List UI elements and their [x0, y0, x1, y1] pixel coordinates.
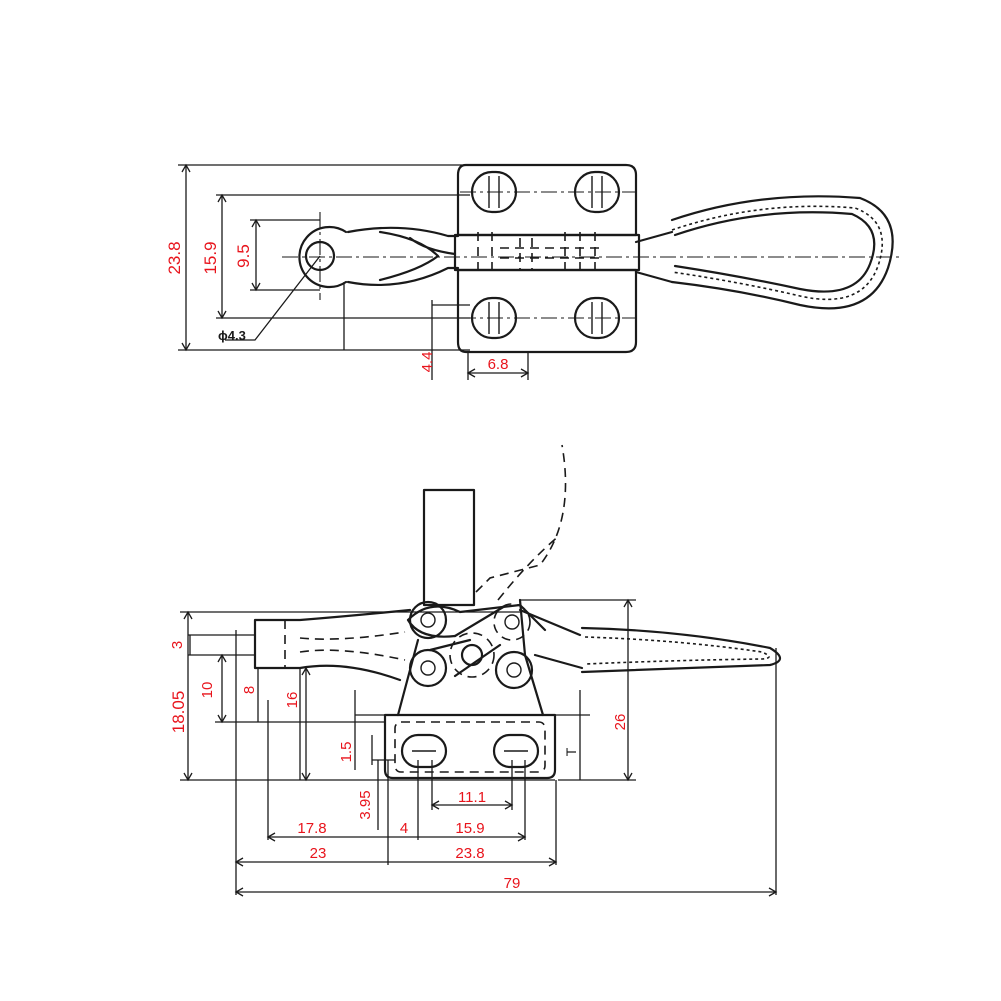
side-arm: [253, 608, 412, 682]
side-dim-thickness-label: T: [563, 747, 579, 756]
side-base-hidden: [394, 721, 546, 773]
top-base-plate-lower: [456, 268, 638, 354]
side-dim-base-length: 23.8: [455, 845, 484, 862]
side-dim-slot-spacing: 15.9: [455, 820, 484, 837]
top-dim-arrows: [181, 163, 530, 378]
side-slot-1: [400, 733, 448, 769]
side-dim-overall-length: 79: [504, 875, 521, 892]
side-dim-base-thickness: 1.5: [338, 742, 355, 763]
top-dim-inner-height: 15.9: [201, 241, 220, 274]
side-dim-pivot-height: 16: [284, 692, 301, 709]
top-handle-grip-outer: [670, 195, 894, 310]
side-pivot-3: [493, 603, 531, 641]
top-body-channel: [453, 233, 641, 272]
side-dim-reach: 17.8: [297, 820, 326, 837]
side-view: 3 18.05 10 8 16 1.5 3.95 11.1 17.8 4 15.…: [169, 444, 782, 897]
side-pivot-center-pin: [460, 643, 484, 667]
top-dim-slot-offset: 4.4: [419, 352, 436, 373]
top-arm-twist: [378, 230, 457, 282]
side-handle-grip-outer: [580, 626, 782, 674]
side-base: [383, 713, 557, 780]
side-dim-arm-offset: 8: [241, 686, 258, 694]
side-handle: [518, 608, 584, 670]
side-handle-open-position: [475, 444, 567, 601]
side-spindle-block: [422, 488, 476, 607]
side-pivot-2: [408, 648, 448, 688]
side-dim-front-length: 23: [310, 845, 327, 862]
top-dim-overall-height: 23.8: [165, 241, 184, 274]
side-slot-2: [492, 733, 540, 769]
side-dim-overall-height: 18.05: [169, 691, 188, 734]
top-handle-stem: [634, 230, 674, 284]
side-handle-grip-inner: [584, 636, 770, 665]
side-dim-lines: [180, 599, 777, 895]
side-pivot-center: [449, 632, 495, 678]
side-body: [396, 598, 545, 717]
top-dim-eye-height: 9.5: [234, 244, 253, 268]
top-dim-slot-width: 6.8: [488, 356, 509, 373]
side-pivot-4: [494, 650, 534, 690]
side-pivot-1: [408, 600, 448, 640]
top-hidden-pins: [477, 232, 600, 275]
side-link-cross: [428, 604, 507, 678]
side-pivot-3-pin: [504, 614, 520, 630]
side-dim-handle-height: 26: [612, 714, 629, 731]
side-pivot-4-pin: [506, 662, 522, 678]
top-view: 23.8 15.9 9.5 ϕ4.3 4.4 6.8: [165, 163, 900, 380]
top-handle-grip-inner: [671, 205, 883, 301]
side-pivot-1-pin: [420, 612, 436, 628]
top-dim-lines: [178, 164, 529, 380]
side-pivot-2-pin: [420, 660, 436, 676]
top-arm: [298, 225, 460, 289]
side-dim-slot-length: 11.1: [458, 789, 486, 806]
top-handle-grip-inner-edge: [673, 211, 876, 293]
top-dim-hole-diameter: ϕ4.3: [218, 328, 246, 343]
side-dim-base-offset: 3.95: [357, 790, 374, 819]
side-arm-hidden: [284, 620, 406, 668]
side-dim-arm-height: 10: [199, 682, 216, 699]
side-dim-arrows: [183, 598, 778, 897]
side-dim-step: 4: [400, 820, 408, 837]
side-dim-top-gap: 3: [169, 641, 186, 649]
